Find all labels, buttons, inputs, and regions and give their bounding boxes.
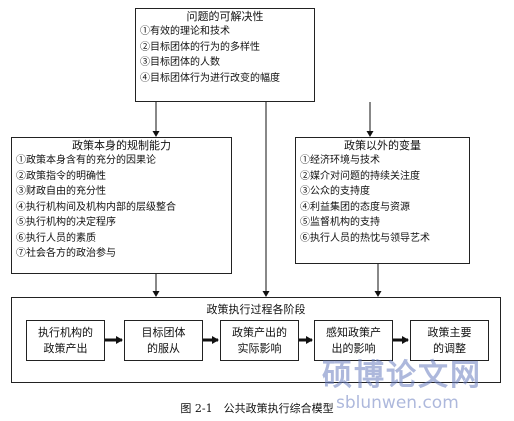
stage-label: 政策主要 [427, 325, 472, 339]
stage-output: 执行机构的 政策产出 [26, 320, 105, 361]
stage-compliance: 目标团体 的服从 [124, 320, 203, 361]
list-item: ③财政自由的充分性 [16, 186, 106, 197]
problem-solvability-items: ①有效的理论和技术 ②目标团体的行为的多样性 ③目标团体的人数 ④目标团体行为进… [136, 24, 314, 86]
list-item: ⑦社会各方的政治参与 [16, 248, 116, 259]
problem-solvability-box: 问题的可解决性 ①有效的理论和技术 ②目标团体的行为的多样性 ③目标团体的人数 … [135, 8, 315, 102]
policy-regulation-title: 政策本身的规制能力 [72, 139, 171, 152]
stage-label: 实际影响 [237, 341, 282, 355]
stage-perceived-impact: 感知政策产 出的影响 [314, 320, 393, 361]
external-variables-items: ①经济环境与技术 ②媒介对问题的持续关注度 ③公众的支持度 ④利益集团的态度与资… [296, 153, 469, 246]
list-item: ④目标团体行为进行改变的幅度 [140, 72, 280, 84]
list-item: ③目标团体的人数 [140, 57, 220, 68]
list-item: ③公众的支持度 [300, 186, 370, 197]
list-item: ②政策指令的明确性 [16, 170, 106, 182]
list-item: ①政策本身含有的充分的因果论 [16, 155, 156, 166]
figure-caption: 图 2-1 公共政策执行综合模型 [180, 402, 334, 415]
list-item: ①经济环境与技术 [300, 155, 380, 166]
stage-label: 感知政策产 [326, 325, 381, 339]
stage-label: 的服从 [147, 341, 180, 355]
stage-label: 的调整 [433, 341, 466, 355]
external-variables-box: 政策以外的变量 ①经济环境与技术 ②媒介对问题的持续关注度 ③公众的支持度 ④利… [295, 137, 470, 264]
policy-regulation-items: ①政策本身含有的充分的因果论 ②政策指令的明确性 ③财政自由的充分性 ④执行机构… [12, 153, 231, 262]
execution-process-title: 政策执行过程各阶段 [206, 303, 306, 316]
list-item: ⑤执行机构的决定程序 [16, 217, 116, 228]
watermark-en: sblunwen.com [336, 393, 459, 413]
problem-solvability-title: 问题的可解决性 [186, 10, 264, 23]
external-variables-title: 政策以外的变量 [344, 139, 421, 152]
list-item: ②目标团体的行为的多样性 [140, 41, 260, 53]
watermark-cn: 硕博论文网 [322, 358, 482, 393]
policy-regulation-box: 政策本身的规制能力 ①政策本身含有的充分的因果论 ②政策指令的明确性 ③财政自由… [11, 137, 232, 274]
stage-label: 政策产出的 [232, 325, 287, 339]
list-item: ⑥执行人员的素质 [16, 232, 96, 244]
list-item: ④利益集团的态度与资源 [300, 201, 410, 213]
list-item: ①有效的理论和技术 [140, 26, 230, 37]
stage-label: 目标团体 [141, 325, 186, 339]
list-item: ②媒介对问题的持续关注度 [300, 170, 420, 182]
stage-label: 政策产出 [43, 341, 88, 355]
stage-label: 出的影响 [331, 341, 376, 355]
list-item: ④执行机构间及机构内部的层级整合 [16, 201, 176, 213]
stage-label: 执行机构的 [38, 325, 93, 339]
list-item: ⑤监督机构的支持 [300, 217, 380, 228]
list-item: ⑥执行人员的热忱与领导艺术 [300, 232, 430, 244]
stage-actual-impact: 政策产出的 实际影响 [220, 320, 299, 361]
stage-major-revision: 政策主要 的调整 [410, 320, 489, 361]
